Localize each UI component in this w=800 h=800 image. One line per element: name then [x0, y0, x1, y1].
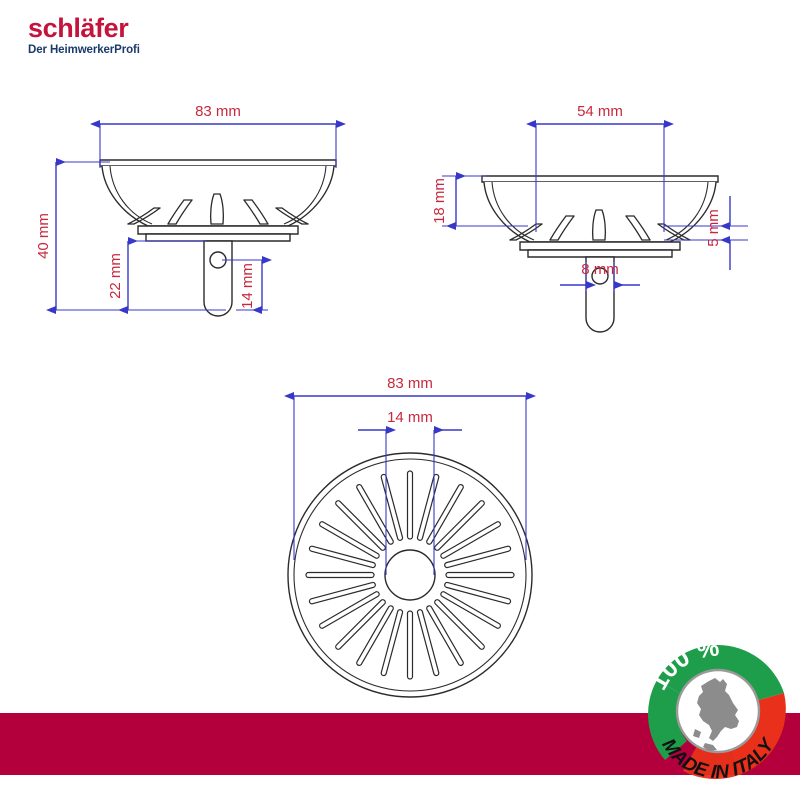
- strainer-side-profile-right: [481, 175, 719, 333]
- view-plan: 83 mm 14 mm: [284, 375, 536, 698]
- radial-slot: [444, 581, 512, 605]
- badge-green-arc-left: [657, 644, 718, 695]
- badge-red-arc: [729, 693, 786, 775]
- radial-slot: [444, 545, 512, 569]
- radial-slot: [318, 521, 380, 559]
- radial-slot: [318, 591, 380, 629]
- inner-circle: [293, 458, 527, 692]
- strainer-stem-right: [585, 256, 615, 333]
- dimension-label-40mm-height: 40 mm: [35, 213, 52, 259]
- dimension-label-83mm-width: 83 mm: [195, 103, 241, 120]
- badge-centre-ring: [675, 668, 761, 754]
- radial-slot: [406, 470, 414, 540]
- strainer-stem-left: [203, 240, 233, 317]
- radial-slot: [356, 605, 394, 667]
- radial-slot: [335, 599, 386, 650]
- dimension-18mm-depth: 18 mm: [431, 172, 528, 230]
- radial-slot: [335, 500, 386, 551]
- radial-slot: [308, 545, 376, 569]
- dimension-label-14mm-centre-hole: 14 mm: [387, 409, 433, 426]
- radial-slot: [416, 609, 440, 677]
- dimension-label-54mm-basket: 54 mm: [577, 103, 623, 120]
- radial-slot: [406, 610, 414, 680]
- badge-green-arc: [718, 645, 784, 701]
- dimension-label-83mm-outer-dia: 83 mm: [387, 375, 433, 392]
- radial-slot: [434, 500, 485, 551]
- dimension-label-5mm-plate: 5 mm: [705, 209, 722, 247]
- view-side-elevation-width: 83 mm 40 mm 22 mm 14 mm: [35, 103, 346, 317]
- strainer-side-profile-left: [99, 159, 337, 317]
- dimension-83mm-outer-dia: 83 mm: [284, 375, 536, 560]
- brand-tagline: Der HeimwerkerProfi: [28, 44, 140, 57]
- badge-red-arc-bottom: [683, 746, 739, 780]
- dimension-label-18mm-depth: 18 mm: [431, 178, 448, 224]
- dimension-14mm-hole: 14 mm: [222, 256, 272, 314]
- dimension-40mm-height: 40 mm: [35, 158, 226, 314]
- dimension-5mm-plate: 5 mm: [664, 196, 748, 270]
- brand-logo: schläfer Der HeimwerkerProfi: [28, 14, 288, 57]
- radial-slot: [426, 605, 464, 667]
- dimension-22mm-stem: 22 mm: [107, 237, 206, 314]
- radial-slot: [416, 473, 440, 541]
- made-in-italy-badge: 100 % MADE IN ITALY: [644, 637, 786, 783]
- dimension-14mm-centre-hole: 14 mm: [358, 409, 462, 575]
- radial-slots: [305, 470, 515, 680]
- dimension-label-8mm-stem-dia: 8 mm: [581, 261, 619, 278]
- radial-slot: [308, 581, 376, 605]
- strainer-plan-disc: [287, 452, 533, 698]
- radial-slot: [356, 483, 394, 545]
- radial-slot: [380, 473, 404, 541]
- radial-slot: [445, 571, 515, 579]
- view-side-elevation-depth: 54 mm 18 mm 5 mm: [431, 103, 748, 333]
- radial-slot: [380, 609, 404, 677]
- italy-map-icon: [693, 678, 739, 751]
- dimension-83mm-width: 83 mm: [90, 103, 346, 168]
- badge-green-arc-lower-left: [648, 680, 687, 760]
- radial-slot: [434, 599, 485, 650]
- dimension-label-22mm-stem: 22 mm: [107, 253, 124, 299]
- centre-hole: [384, 549, 436, 601]
- dimension-8mm-stem-dia: 8 mm: [560, 261, 640, 292]
- radial-slot: [426, 483, 464, 545]
- dimension-54mm-basket: 54 mm: [526, 103, 674, 232]
- radial-slot: [440, 521, 502, 559]
- radial-slot: [440, 591, 502, 629]
- brand-name: schläfer: [28, 13, 129, 43]
- stem-hole-right: [591, 267, 609, 285]
- radial-slot: [305, 571, 375, 579]
- dimension-label-14mm-hole: 14 mm: [239, 263, 256, 309]
